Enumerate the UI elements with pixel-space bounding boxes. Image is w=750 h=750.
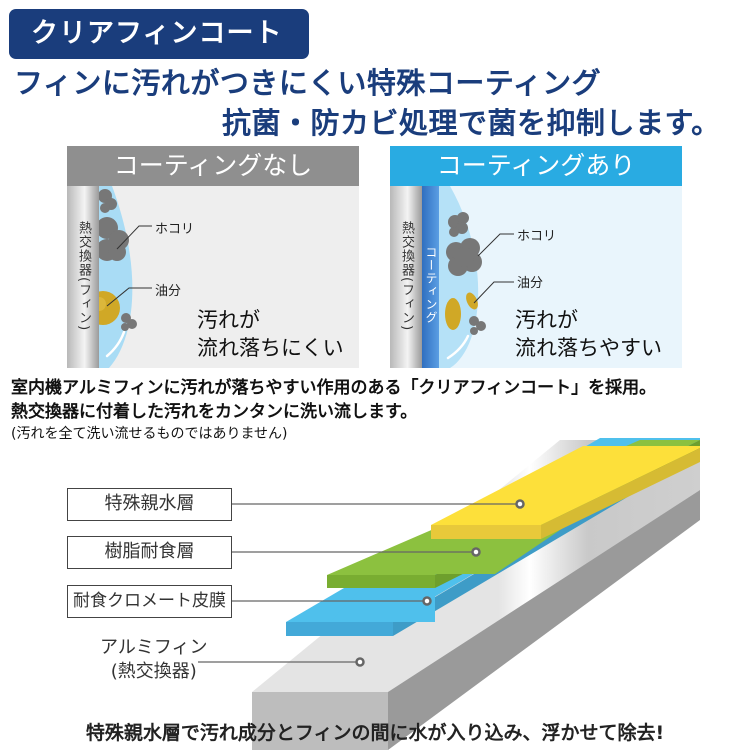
layer-hydrophilic (431, 446, 700, 539)
callout-oil: 油分 (155, 284, 182, 299)
headline-line-2: 抗菌・防カビ処理で菌を抑制します。 (222, 106, 721, 140)
result-line-1: 汚れが (197, 308, 260, 332)
panel-with-coating: コーティングあり 熱交換器(フィン) コーティング ホコリ 油分 汚れが 流れ落… (390, 146, 682, 368)
coating-label: コーティング (424, 246, 438, 324)
callout-oil: 油分 (517, 276, 544, 291)
callout-dust: ホコリ (517, 229, 557, 244)
oil-icon (445, 298, 461, 330)
coating-layer (422, 186, 439, 368)
label-chromate-layer: 耐食クロメート皮膜 (67, 585, 232, 618)
label-hydrophilic-layer: 特殊親水層 (67, 488, 232, 521)
footer-caption: 特殊親水層で汚れ成分とフィンの間に水が入り込み、浮かせて除去! (85, 722, 665, 744)
description-note: (汚れを全て洗い流せるものではありません) (11, 426, 288, 442)
dust-icon (96, 189, 137, 331)
fin-label: 熱交換器(フィン) (399, 221, 414, 332)
result-line-2: 流れ落ちにくい (197, 336, 344, 360)
label-aluminum-line-2: (熱交換器) (110, 661, 197, 682)
product-badge: クリアフィンコート (9, 9, 309, 59)
callout-dust: ホコリ (155, 222, 195, 237)
dust-icon (446, 212, 486, 335)
result-line-1: 汚れが (515, 308, 578, 332)
description-line-2: 熱交換器に付着した汚れをカンタンに洗い流します。 (11, 402, 418, 422)
fin-label: 熱交換器(フィン) (76, 221, 91, 332)
result-line-2: 流れ落ちやすい (515, 336, 662, 360)
panel-without-coating: コーティングなし 熱交換器(フィン) ホコリ 油分 汚れが 流れ落ちにくい (67, 146, 359, 368)
description-line-1: 室内機アルミフィンに汚れが落ちやすい作用のある「クリアフィンコート」を採用。 (11, 378, 657, 398)
heat-exchanger-fin (67, 186, 99, 368)
panel-title: コーティングあり (390, 146, 682, 186)
panel-title: コーティングなし (67, 146, 359, 186)
dirt-illustration (439, 186, 514, 368)
label-aluminum-fin: アルミフィン (熱交換器) (100, 636, 207, 684)
label-aluminum-line-1: アルミフィン (100, 637, 208, 658)
heat-exchanger-fin (390, 186, 422, 368)
headline-line-1: フィンに汚れがつきにくい特殊コーティング (14, 66, 602, 100)
label-resin-layer: 樹脂耐食層 (67, 536, 232, 569)
